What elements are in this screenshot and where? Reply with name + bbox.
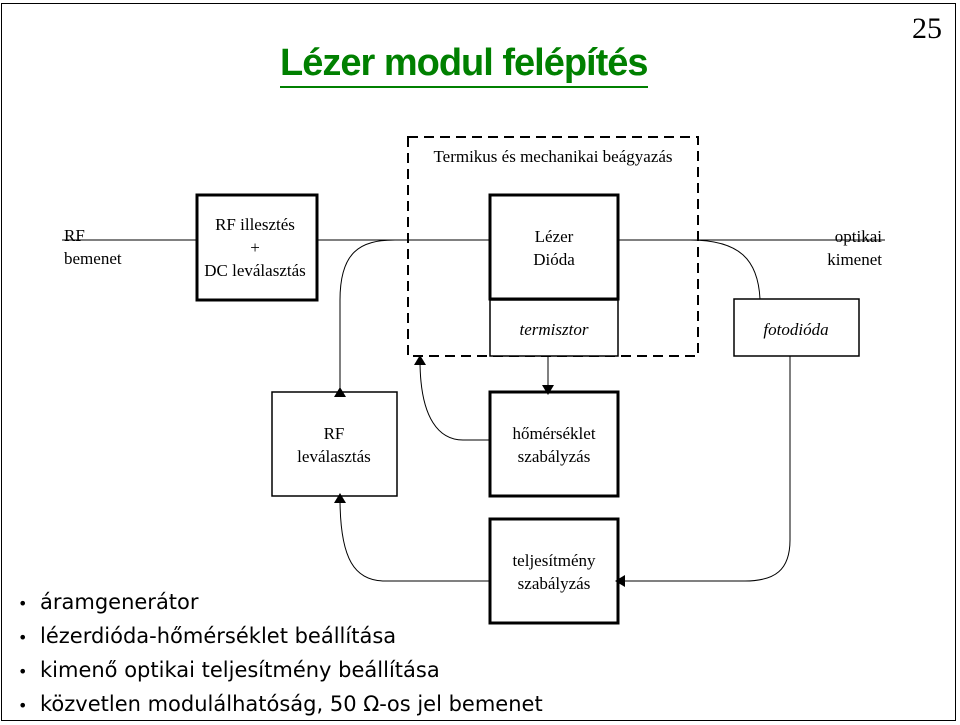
slide-title: Lézer modul felépítés (280, 40, 649, 88)
rf-matching-label-1: RF illesztés (215, 215, 295, 234)
rf-decoupling-label-1: RF (324, 424, 345, 443)
bullet-item: • kimenő optikai teljesítmény beállítása (18, 654, 543, 688)
bullet-dot-icon: • (18, 594, 28, 613)
slide-frame (1, 3, 956, 721)
page-number: 25 (912, 12, 942, 45)
temp-to-enclosure-arrow (414, 355, 490, 441)
bullet-text: kimenő optikai teljesítmény beállítása (40, 658, 440, 682)
thermal-enclosure-label: Termikus és mechanikai beágyazás (433, 147, 672, 166)
bullet-dot-icon: • (18, 628, 28, 647)
bullet-text: áramgenerátor (40, 590, 199, 614)
rf-matching-block (195, 193, 319, 302)
thermistor-label: termisztor (520, 320, 589, 339)
laser-diode-label-2: Dióda (533, 250, 575, 269)
laser-diode-label-1: Lézer (535, 227, 574, 246)
bullet-item: • lézerdióda-hőmérséklet beállítása (18, 620, 543, 654)
optical-output-label-1: optikai (835, 227, 882, 246)
photodiode-label: fotodióda (763, 320, 828, 339)
temp-control-label-2: szabályzás (518, 447, 591, 466)
bullet-text: közvetlen modulálhatóság, 50 Ω-os jel be… (40, 692, 543, 716)
thermal-enclosure (407, 136, 699, 357)
photodiode-block (733, 298, 860, 357)
laser-diode-block (488, 193, 620, 301)
rf-matching-label-3: DC leválasztás (204, 261, 306, 280)
bullet-list: • áramgenerátor • lézerdióda-hőmérséklet b… (18, 586, 543, 722)
photodiode-to-power-arrow (615, 356, 791, 587)
rf-input-label-1: RF (64, 226, 85, 245)
temp-control-label-1: hőmérséklet (512, 424, 595, 443)
bullet-dot-icon: • (18, 696, 28, 715)
rf-matching-label-2: + (250, 238, 260, 257)
laser-to-photodiode-curve (689, 239, 761, 300)
power-control-block (488, 517, 620, 625)
temp-control-block (488, 390, 620, 498)
rf-decoupling-to-line-arrow (334, 239, 396, 397)
bullet-item: • közvetlen modulálhatóság, 50 Ω-os jel b… (18, 688, 543, 722)
optical-output-label-2: kimenet (827, 250, 882, 269)
bullet-dot-icon: • (18, 662, 28, 681)
bullet-text: lézerdióda-hőmérséklet beállítása (40, 624, 397, 648)
power-to-rf-decoupling-arrow (334, 493, 490, 582)
power-control-label-2: szabályzás (518, 574, 591, 593)
rf-decoupling-block (271, 391, 398, 497)
bullet-item: • áramgenerátor (18, 586, 543, 620)
power-control-label-1: teljesítmény (512, 551, 596, 570)
rf-decoupling-label-2: leválasztás (297, 447, 371, 466)
rf-input-label-2: bemenet (64, 249, 122, 268)
thermistor-block (489, 299, 619, 357)
